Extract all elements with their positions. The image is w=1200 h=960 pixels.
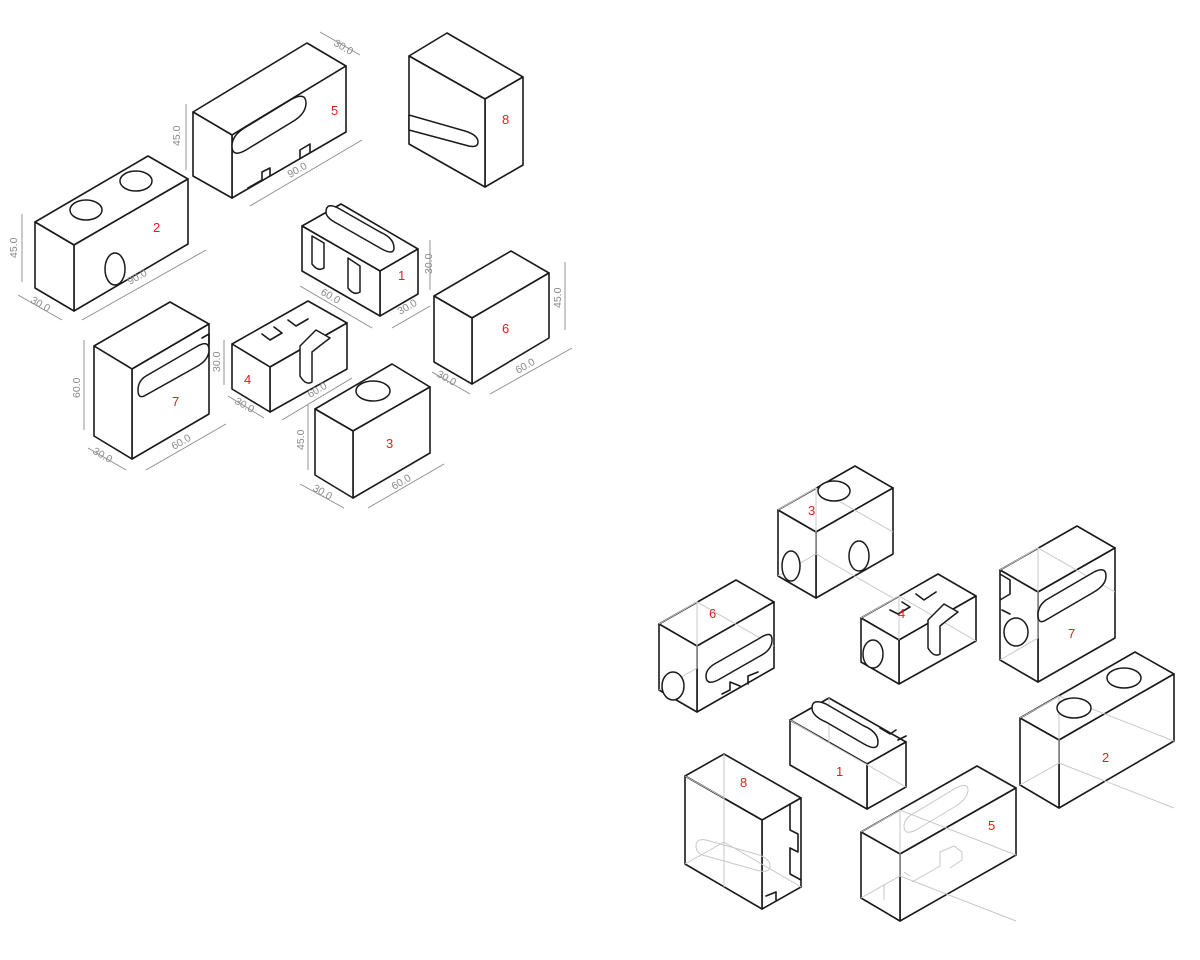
block-label: 5 [331, 103, 338, 118]
exploded-view: 30.0 45.0 90.0 5 8 4 5 [8, 31, 573, 509]
block-5: 30.0 45.0 90.0 5 [171, 31, 363, 207]
dimension-label: 45.0 [171, 125, 183, 146]
peg [661, 671, 685, 701]
block-label: 4 [244, 372, 251, 387]
block-6-assembled: 6 [658, 579, 775, 713]
peg [862, 639, 884, 669]
block-6: 45.0 30.0 60.0 6 [431, 250, 573, 395]
dimension-label: 30.0 [91, 445, 115, 466]
block-label: 2 [1102, 750, 1109, 765]
block-4: 30.0 30.0 60.0 4 [211, 300, 353, 421]
dimension-label: 60.0 [514, 356, 538, 377]
block-label: 3 [808, 503, 815, 518]
block-2-assembled: 2 [1019, 651, 1175, 809]
block-label: 4 [898, 606, 905, 621]
block-label: 5 [988, 818, 995, 833]
block-3: 45.0 30.0 60.0 3 [295, 363, 445, 509]
block-label: 1 [398, 268, 405, 283]
peg [119, 170, 153, 192]
dimension-label: 45.0 [295, 429, 307, 450]
block-label: 3 [386, 436, 393, 451]
block-7: 60.0 30.0 60.0 7 [71, 301, 227, 471]
block-label: 8 [740, 775, 747, 790]
block-label: 7 [1068, 626, 1075, 641]
block-label: 8 [502, 112, 509, 127]
assembled-view: 3 6 4 [658, 465, 1175, 922]
block-3-assembled: 3 [777, 465, 894, 599]
block-7-assembled: 7 [999, 525, 1116, 683]
peg [104, 252, 126, 286]
dimension-label: 30.0 [332, 37, 356, 58]
block-label: 6 [709, 606, 716, 621]
peg [781, 550, 801, 582]
block-label: 7 [172, 394, 179, 409]
block-1: 60.0 30.0 30.0 1 [299, 203, 435, 329]
block-8-assembled: 8 [684, 753, 802, 910]
peg [1056, 697, 1092, 719]
block-1-assembled: 1 [789, 697, 907, 810]
dimension-label: 30.0 [211, 351, 223, 372]
block-label: 1 [836, 764, 843, 779]
block-5-assembled: 5 [860, 765, 1017, 922]
block-label: 2 [153, 220, 160, 235]
peg [1106, 667, 1142, 689]
dimension-label: 30.0 [29, 294, 53, 315]
dimension-label: 45.0 [8, 237, 20, 258]
dimension-label: 60.0 [71, 377, 83, 398]
dimension-label: 30.0 [423, 253, 435, 274]
peg [355, 380, 391, 402]
block-4-assembled: 4 [860, 573, 977, 685]
block-2: 45.0 30.0 90.0 2 [8, 155, 207, 321]
peg [848, 540, 870, 572]
dimension-label: 45.0 [552, 287, 564, 308]
peg [817, 480, 851, 502]
peg [1003, 617, 1029, 647]
block-8: 8 [408, 32, 524, 188]
peg [69, 199, 103, 221]
block-label: 6 [502, 321, 509, 336]
